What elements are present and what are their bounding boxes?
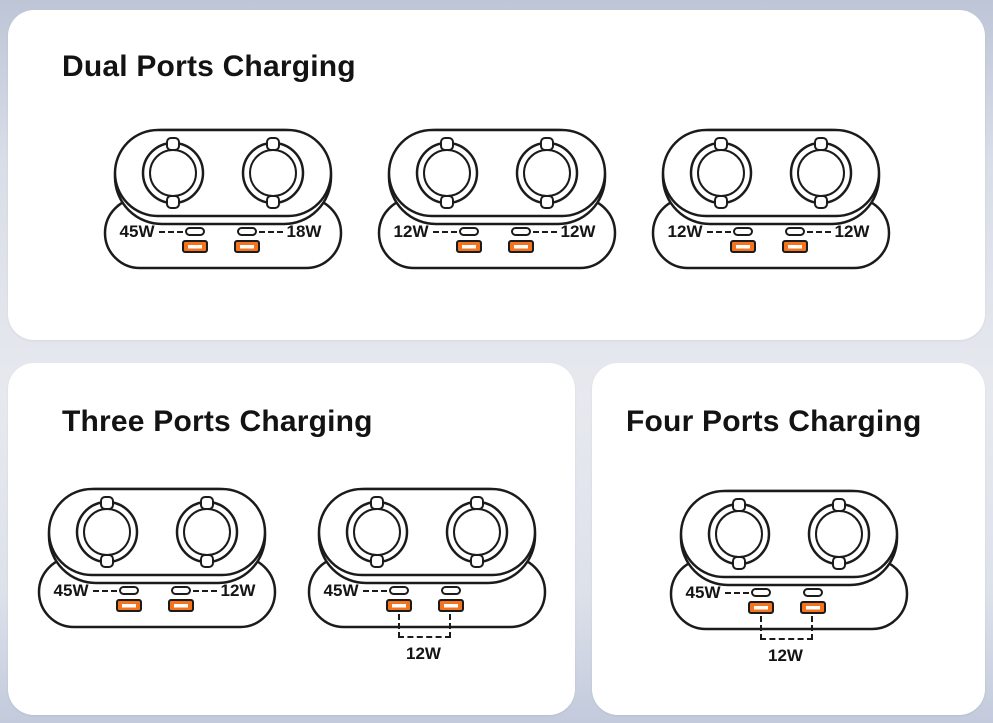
section-three-ports: Three Ports Charging 45W 12W 45W 12W	[8, 363, 575, 715]
wattage-label-right: 12W	[834, 222, 870, 241]
power-strip-illustration: 45W 18W	[93, 122, 353, 272]
dashed-connector	[192, 590, 217, 592]
wattage-label-left: 45W	[119, 222, 155, 241]
dashed-connector	[532, 231, 557, 233]
device-row: 45W 12W 45W 12W	[8, 481, 575, 663]
wattage-label-left: 45W	[685, 583, 721, 602]
power-strip-illustration: 12W 12W	[641, 122, 901, 272]
wattage-label-right: 12W	[220, 581, 256, 600]
power-strip-graphic	[377, 128, 616, 270]
wattage-label-right: 18W	[286, 222, 322, 241]
power-strip-illustration: 12W 12W	[367, 122, 627, 272]
section-title: Three Ports Charging	[62, 405, 373, 438]
power-strip-graphic	[669, 489, 908, 631]
wattage-label-left: 45W	[53, 581, 89, 600]
power-strip-illustration: 45W 12W	[297, 481, 557, 663]
wattage-label-bottom: 12W	[406, 644, 441, 663]
dashed-bracket	[759, 616, 813, 640]
device-row: 45W 12W	[592, 483, 985, 665]
dashed-connector	[258, 231, 283, 233]
section-four-ports: Four Ports Charging 45W 12W	[592, 363, 985, 715]
power-strip-graphic	[651, 128, 890, 270]
power-strip-illustration: 45W 12W	[27, 481, 287, 631]
dashed-connector	[362, 590, 387, 592]
wattage-label-left: 12W	[667, 222, 703, 241]
dashed-bracket	[397, 614, 451, 638]
section-title: Dual Ports Charging	[62, 50, 356, 83]
dashed-connector	[806, 231, 831, 233]
dashed-connector	[432, 231, 457, 233]
device-row: 45W 18W 12W 12W 12W 12W	[8, 122, 985, 272]
power-strip-illustration: 45W 12W	[659, 483, 919, 665]
dashed-connector	[92, 590, 117, 592]
power-strip-graphic	[103, 128, 342, 270]
power-strip-graphic	[37, 487, 276, 629]
dashed-connector	[158, 231, 183, 233]
section-dual-ports: Dual Ports Charging 45W 18W 12W 12W 12W …	[8, 10, 985, 340]
dashed-connector	[724, 592, 749, 594]
wattage-label-left: 45W	[323, 581, 359, 600]
dashed-connector	[706, 231, 731, 233]
section-title: Four Ports Charging	[626, 405, 922, 438]
power-strip-graphic	[307, 487, 546, 629]
wattage-label-right: 12W	[560, 222, 596, 241]
wattage-label-bottom: 12W	[768, 646, 803, 665]
wattage-label-left: 12W	[393, 222, 429, 241]
